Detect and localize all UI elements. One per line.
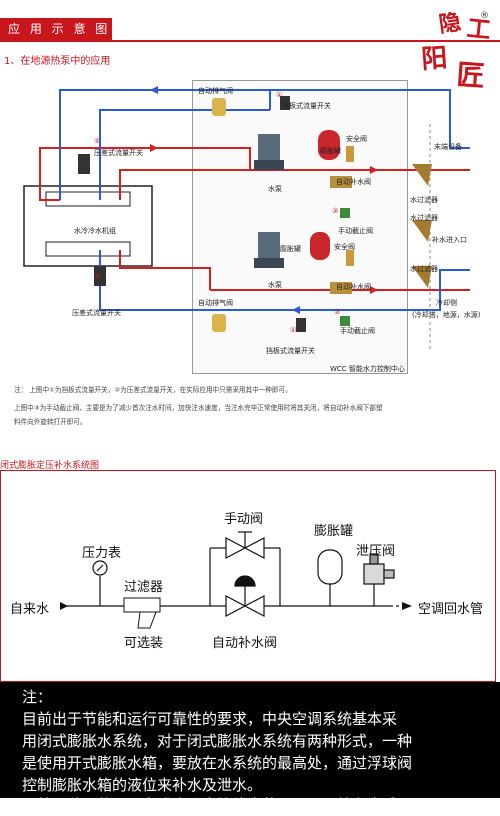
- label-circle-3-top: ③: [332, 207, 339, 215]
- label-auto-vent-bottom: 自动排气阀: [198, 299, 233, 307]
- label-manual-valve: 手动阀: [224, 512, 264, 527]
- footer-note-line-3: 是使用开式膨胀水箱，要放在水系统的最高处，通过浮球阀: [22, 754, 413, 772]
- water-pump-bottom: [254, 232, 284, 268]
- label-strainer: 过滤器: [124, 580, 164, 595]
- label-paddle-switch-top: 挡板式流量开关: [282, 102, 331, 110]
- footer-note-heading: 注：: [22, 688, 53, 706]
- label-circle-2-bottom: ②: [94, 272, 101, 280]
- section-subtitle: 1、在地源热泵中的应用: [4, 56, 111, 67]
- label-expansion-tank-bottom: 膨胀罐: [280, 245, 301, 253]
- label-auto-vent-top: 自动排气阀: [198, 87, 233, 95]
- label-auto-fill-valve-top: 自动补水阀: [336, 178, 371, 186]
- label-auto-fill-valve: 自动补水阀: [212, 636, 278, 651]
- water-pump-top: [254, 134, 284, 170]
- footer-note-line-5: 另外一种是使用压力式膨胀水箱补水装置，可以放在水系: [22, 796, 398, 814]
- svg-text:匠: 匠: [456, 58, 486, 93]
- footer-note-line-2: 用闭式膨胀水系统，对于闭式膨胀水系统有两种形式，一种: [22, 732, 413, 750]
- svg-text:工: 工: [465, 13, 492, 44]
- label-water-pump-top: 水泵: [268, 185, 282, 193]
- section2-title: 闭式膨胀定压补水系统图: [0, 461, 100, 471]
- brand-logo: 隐 工 阳 匠 ®: [418, 6, 494, 96]
- label-strainer-2: 水过滤器: [410, 214, 438, 222]
- label-circle-2-top: ②: [94, 137, 101, 145]
- chiller-bottom-slot: [45, 241, 131, 257]
- label-circle-1-bottom: ①: [290, 326, 297, 334]
- label-safety-valve-top: 安全阀: [346, 135, 367, 143]
- label-manual-stop-bottom: 手动截止阀: [340, 327, 375, 335]
- page-title: 应 用 示 意 图: [0, 18, 112, 40]
- note-line-1: 注： 上图中①为挡板式流量开关，②为压差式流量开关，在实际应用中只需采用其中一种…: [14, 386, 292, 394]
- label-safety-valve-bottom: 安全阀: [334, 243, 355, 251]
- label-circle-3-bottom: ③: [334, 308, 341, 316]
- expansion-system-diagram: [60, 531, 412, 629]
- expansion-tank-bottom: [310, 232, 330, 260]
- label-relief-valve: 泄压阀: [356, 544, 396, 559]
- label-expansion-tank-top: 膨胀罐: [320, 147, 341, 155]
- label-manual-stop-top: 手动截止阀: [338, 227, 373, 235]
- label-cooling-side: 冷却侧: [436, 299, 457, 307]
- label-ac-return: 空调回水管: [418, 602, 484, 617]
- note-line-3: 料件向外旋转打开即可。: [14, 418, 87, 426]
- svg-text:阳: 阳: [420, 43, 448, 75]
- label-diff-switch-top: 压差式流量开关: [94, 149, 143, 157]
- label-paddle-switch-bottom: 挡板式流量开关: [266, 347, 315, 355]
- label-auto-fill-valve-bottom: 自动补水阀: [336, 283, 371, 291]
- label-strainer-3: 水过滤器: [410, 265, 438, 273]
- footer-note-line-1: 目前出于节能和运行可靠性的要求，中央空调系统基本采: [22, 710, 398, 728]
- label-circle-1-top: ①: [276, 91, 283, 99]
- label-expansion-tank: 膨胀罐: [314, 524, 354, 539]
- label-tap-water: 自来水: [10, 602, 50, 617]
- label-diff-switch-bottom: 压差式流量开关: [72, 309, 121, 317]
- label-pressure-gauge: 压力表: [82, 546, 122, 561]
- svg-text:隐: 隐: [437, 9, 462, 38]
- label-water-pump-bottom: 水泵: [268, 281, 282, 289]
- label-control-center: WCC 智能水力控制中心: [330, 365, 405, 373]
- label-water-inlet: 补水进入口: [432, 236, 467, 244]
- footer-note-block: 注： 目前出于节能和运行可靠性的要求，中央空调系统基本采 用闭式膨胀水系统，对于…: [0, 682, 500, 814]
- hvac-piping-diagram: [23, 86, 470, 350]
- label-end-device: 末端设备: [434, 143, 462, 151]
- label-chiller: 水冷冷水机组: [74, 227, 116, 235]
- section2-frame: [0, 470, 496, 682]
- header-divider: [0, 40, 500, 42]
- expansion-tank-top: [318, 130, 340, 160]
- label-cooling-side-sub: (冷却塔，地源，水源): [412, 311, 481, 319]
- note-line-2: 上图中③为手动截止阀，主要是为了减少首次注水时间，加快注水速度，当注水完毕正常使…: [14, 404, 383, 412]
- svg-text:®: ®: [480, 11, 489, 21]
- label-strainer-1: 水过滤器: [410, 196, 438, 204]
- label-optional: 可选装: [124, 636, 164, 651]
- footer-note-line-4: 控制膨胀水箱的液位来补水及泄水。: [22, 776, 263, 794]
